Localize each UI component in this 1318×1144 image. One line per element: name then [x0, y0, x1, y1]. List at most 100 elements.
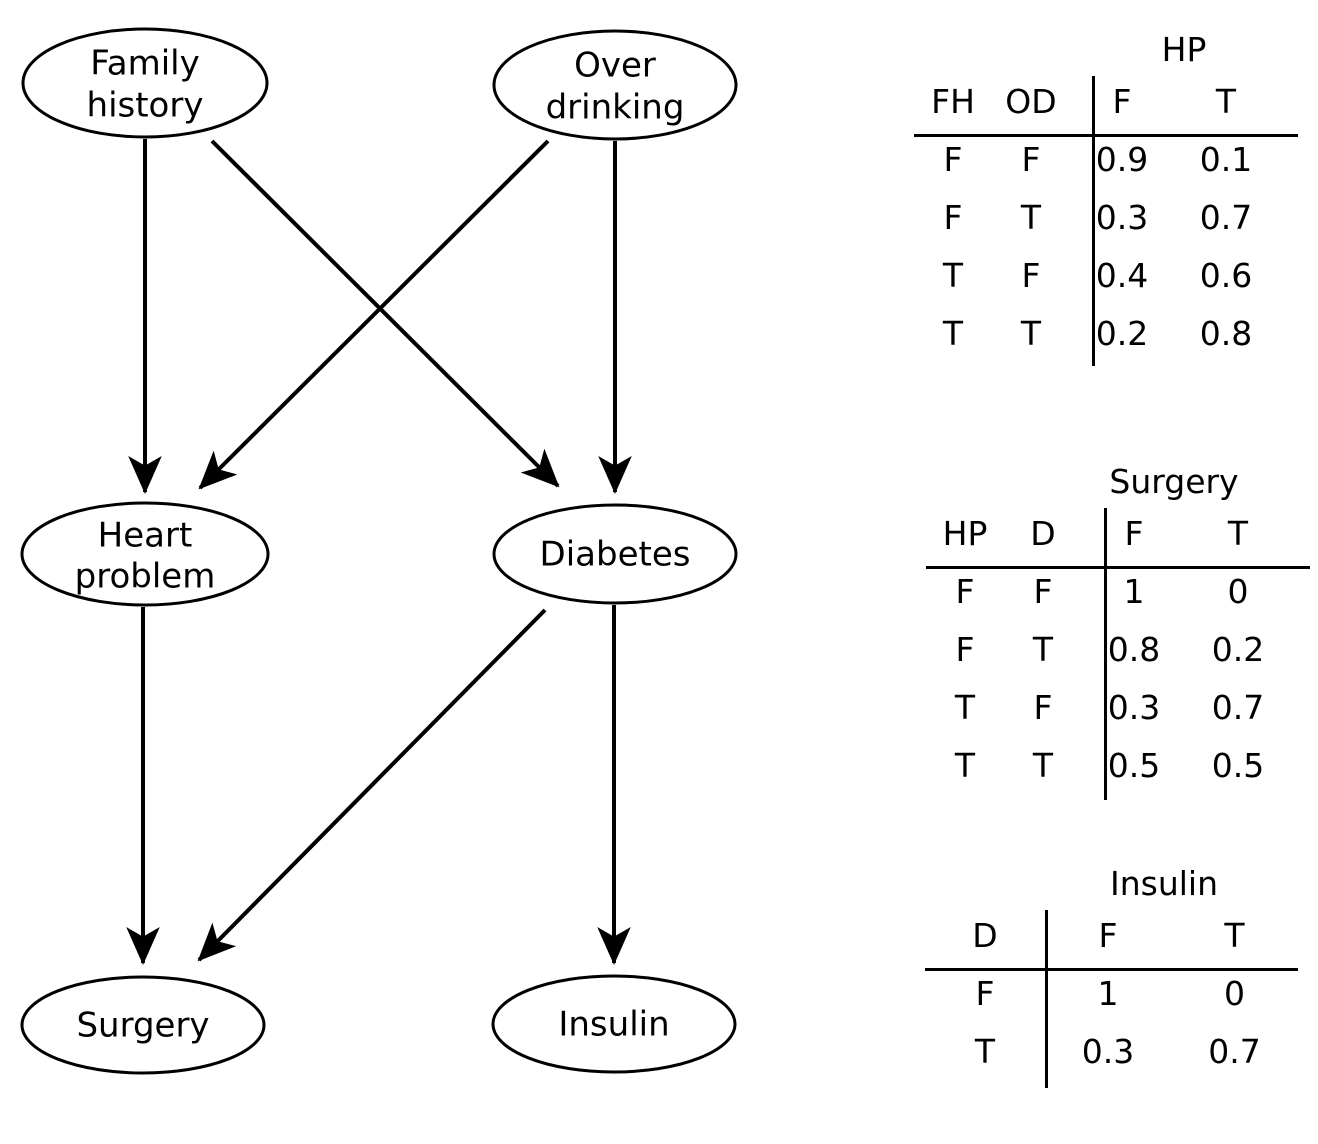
- cell-cond: T: [1020, 313, 1042, 353]
- cpt-insulin-title: Insulin: [1109, 864, 1218, 903]
- cell-value: 0.7: [1208, 1031, 1261, 1071]
- cpt-tables-panel: HP FH OD F T F F 0.9: [900, 0, 1318, 1144]
- cpt-surgery-header-rule: [926, 566, 1310, 569]
- cell-value: 0.8: [1199, 313, 1253, 353]
- cell-cond: F: [943, 139, 963, 179]
- table-row: F T 0.8 0.2: [926, 620, 1290, 678]
- cpt-hp-header-row: FH OD F T: [914, 72, 1278, 130]
- cpt-hp-title: HP: [1161, 30, 1207, 69]
- table-row: T 0.3 0.7: [925, 1022, 1298, 1080]
- cell-value: 0.5: [1211, 745, 1265, 785]
- cpt-surgery-vertical-rule: [1104, 508, 1107, 800]
- cell-value: 0.6: [1199, 255, 1253, 295]
- cpt-insulin-header-true: T: [1224, 915, 1245, 955]
- node-diabetes[interactable]: Diabetes: [492, 503, 738, 605]
- cell-cond: T: [1032, 629, 1054, 669]
- cell-value: 0: [1224, 973, 1245, 1013]
- node-label-line1: Diabetes: [540, 535, 691, 575]
- cell-cond: F: [1033, 571, 1053, 611]
- cell-value: 0.7: [1211, 687, 1265, 727]
- cell-cond: T: [1032, 745, 1054, 785]
- bayesian-network-graph: Family history Over drinking Heart probl…: [20, 27, 738, 1075]
- node-label-line1: Insulin: [558, 1005, 669, 1045]
- node-label-line1: Heart: [98, 516, 193, 556]
- table-row: T F 0.3 0.7: [926, 678, 1290, 736]
- cell-value: 0.2: [1211, 629, 1265, 669]
- cell-cond: F: [955, 629, 975, 669]
- cell-cond: T: [954, 745, 976, 785]
- cpt-hp-header-od: OD: [1005, 81, 1057, 121]
- table-row: F T 0.3 0.7: [914, 188, 1278, 246]
- cpt-surgery-header-d: D: [1030, 513, 1056, 553]
- table-row: F 1 0: [925, 964, 1298, 1022]
- node-over-drinking[interactable]: Over drinking: [492, 29, 738, 141]
- node-family-history[interactable]: Family history: [21, 27, 269, 139]
- cpt-surgery-header-row: HP D F T: [926, 504, 1290, 562]
- cpt-surgery-table: HP D F T F F 1 0 F T: [926, 504, 1290, 794]
- network-edges: [126, 139, 632, 965]
- node-surgery[interactable]: Surgery: [20, 975, 266, 1075]
- cell-value: 0.5: [1107, 745, 1161, 785]
- node-label-line1: Family: [90, 44, 199, 84]
- cpt-insulin-header-false: F: [1098, 915, 1118, 955]
- cell-cond: F: [1021, 255, 1041, 295]
- table-row: F F 1 0: [926, 562, 1290, 620]
- node-insulin[interactable]: Insulin: [491, 974, 737, 1074]
- cell-cond: F: [1021, 139, 1041, 179]
- cell-cond: T: [942, 255, 964, 295]
- cell-value: 0.1: [1199, 139, 1253, 179]
- cell-value: 0.3: [1107, 687, 1161, 727]
- cpt-hp-header-false: F: [1112, 81, 1132, 121]
- cpt-hp-header-true: T: [1215, 81, 1237, 121]
- cpt-surgery-header-true: T: [1227, 513, 1249, 553]
- table-row: T T 0.2 0.8: [914, 304, 1278, 362]
- cell-value: 0.3: [1081, 1031, 1135, 1071]
- node-label-line2: problem: [75, 557, 216, 597]
- cell-cond: T: [1020, 197, 1042, 237]
- cpt-insulin: Insulin D F T F 1 0: [900, 862, 1318, 1106]
- table-row: F F 0.9 0.1: [914, 130, 1278, 188]
- cell-value: 0: [1227, 571, 1249, 611]
- node-label-line1: Over: [574, 46, 656, 86]
- cpt-surgery-header-false: F: [1124, 513, 1144, 553]
- node-ellipse: [20, 501, 270, 607]
- node-label-line2: history: [87, 86, 204, 126]
- cell-cond: T: [942, 313, 964, 353]
- node-ellipse: [20, 975, 266, 1075]
- node-ellipse: [21, 27, 269, 139]
- cpt-surgery-header-hp: HP: [942, 513, 988, 553]
- node-ellipse: [491, 974, 737, 1074]
- node-ellipse: [492, 503, 738, 605]
- cpt-hp-header-rule: [914, 134, 1298, 137]
- cell-value: 0.9: [1095, 139, 1149, 179]
- cpt-surgery: Surgery HP D F T F F 1: [900, 460, 1318, 804]
- node-label-line2: drinking: [546, 88, 685, 128]
- node-ellipse: [492, 29, 738, 141]
- cpt-insulin-vertical-rule: [1045, 910, 1048, 1088]
- cell-cond: F: [975, 973, 995, 1013]
- edge-family-history-to-diabetes: [210, 139, 560, 488]
- cell-cond: T: [954, 687, 976, 727]
- cell-value: 1: [1123, 571, 1145, 611]
- edge-over-drinking-to-heart-problem: [198, 139, 550, 490]
- cpt-insulin-header-row: D F T: [925, 906, 1298, 964]
- cell-value: 0.2: [1095, 313, 1149, 353]
- cell-cond: F: [955, 571, 975, 611]
- cpt-insulin-header-d: D: [972, 915, 998, 955]
- cell-value: 1: [1097, 973, 1119, 1013]
- node-label-line1: Surgery: [76, 1006, 209, 1046]
- cell-cond: F: [1033, 687, 1053, 727]
- cpt-hp-header-fh: FH: [931, 81, 975, 121]
- cell-value: 0.8: [1107, 629, 1161, 669]
- cpt-surgery-title: Surgery: [1109, 462, 1239, 501]
- node-heart-problem[interactable]: Heart problem: [20, 501, 270, 607]
- cell-value: 0.4: [1095, 255, 1149, 295]
- cell-value: 0.3: [1095, 197, 1149, 237]
- cpt-insulin-table: D F T F 1 0 T 0.3 0.7: [925, 906, 1298, 1080]
- cpt-hp-vertical-rule: [1092, 76, 1095, 366]
- cell-cond: F: [943, 197, 963, 237]
- cpt-insulin-header-rule: [925, 968, 1298, 971]
- edge-diabetes-to-surgery: [197, 608, 547, 962]
- table-row: T T 0.5 0.5: [926, 736, 1290, 794]
- cpt-hp: HP FH OD F T F F 0.9: [900, 28, 1318, 372]
